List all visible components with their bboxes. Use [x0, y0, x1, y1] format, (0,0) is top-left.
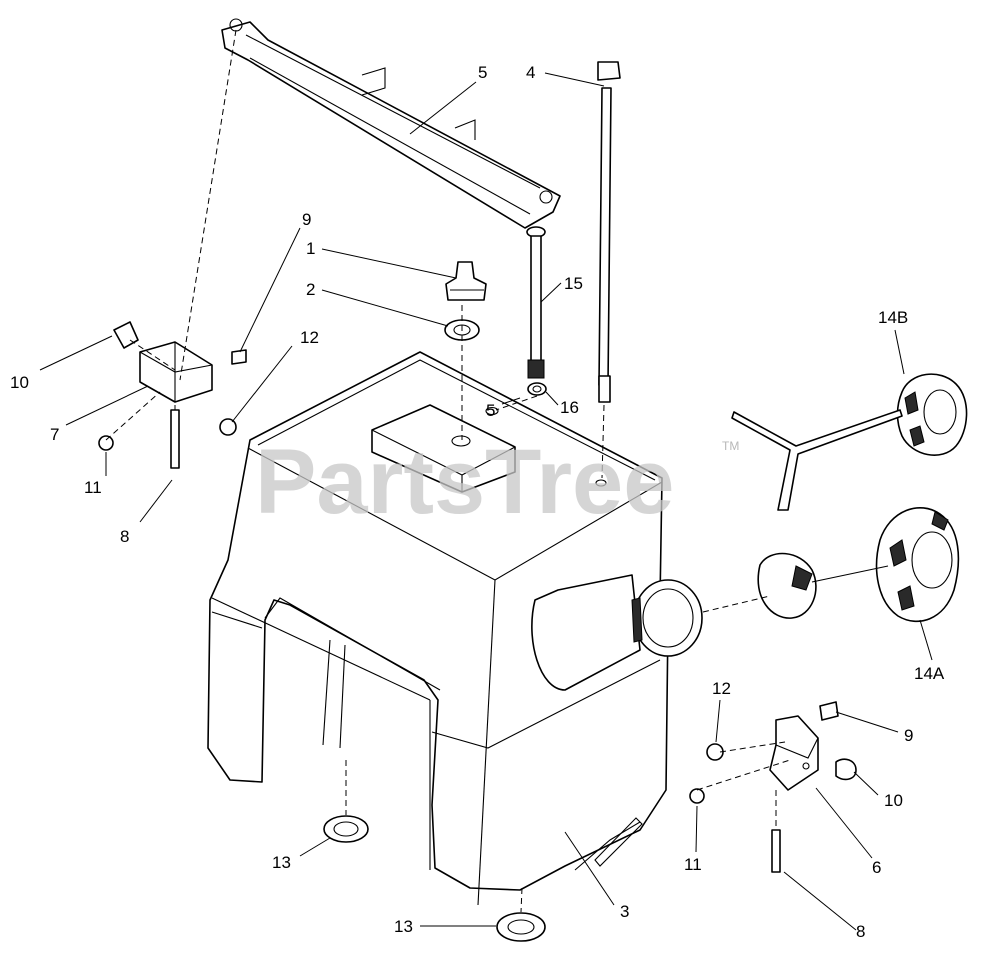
right-nut-11[interactable]: [689, 788, 705, 804]
callout-12-right: 12: [712, 679, 731, 698]
callout-16: 16: [560, 398, 579, 417]
left-bracket[interactable]: [139, 341, 213, 403]
callout-8-right: 8: [856, 922, 865, 941]
fuel-tank[interactable]: [207, 351, 669, 906]
fuel-cap-14a[interactable]: [875, 506, 960, 623]
callout-9-right: 9: [904, 726, 913, 745]
filler-neck: [531, 574, 703, 691]
callout-13-lower: 13: [394, 917, 413, 936]
callout-9-left: 9: [302, 210, 311, 229]
callout-8-left: 8: [120, 527, 129, 546]
pickup-tube[interactable]: [526, 226, 546, 379]
grommet-13-lower[interactable]: [496, 912, 546, 942]
callout-5-hole: 5: [486, 401, 495, 420]
callout-7: 7: [50, 425, 59, 444]
right-bolt-10[interactable]: [835, 758, 857, 781]
callout-2: 2: [306, 280, 315, 299]
callout-14b: 14B: [878, 308, 908, 327]
callout-11-left: 11: [84, 478, 102, 497]
assembly-lines: [105, 29, 791, 913]
callout-12-left: 12: [300, 328, 319, 347]
gauge-rod[interactable]: [597, 61, 621, 403]
callout-15: 15: [564, 274, 583, 293]
callouts: 1 2 3 4 5 5 6 7 8 8 9 9 10 10 11 11 12 1…: [10, 63, 945, 941]
cap-tether-y: [731, 409, 903, 511]
right-bracket[interactable]: [769, 715, 819, 791]
left-bolt-9[interactable]: [231, 349, 247, 365]
callout-14a: 14A: [914, 664, 945, 683]
right-bolt-8[interactable]: [771, 829, 781, 873]
bracket-channel[interactable]: [221, 18, 561, 229]
grommet-16[interactable]: [527, 382, 547, 396]
cap-gasket[interactable]: [757, 552, 817, 619]
fuel-valve[interactable]: [445, 261, 487, 301]
callout-10-right: 10: [884, 791, 903, 810]
callout-10-left: 10: [10, 373, 29, 392]
watermark-trademark: TM: [722, 439, 739, 453]
left-washer-12[interactable]: [219, 418, 237, 436]
right-bolt-9[interactable]: [819, 701, 839, 721]
callout-5-bracket: 5: [478, 63, 487, 82]
leader-lines: [39, 72, 933, 931]
callout-4: 4: [526, 63, 535, 82]
callout-3: 3: [620, 902, 629, 921]
callout-1: 1: [306, 239, 315, 258]
watermark-text: PartsTree: [255, 431, 674, 533]
left-bolt-8[interactable]: [170, 409, 180, 469]
grommet-13-upper[interactable]: [323, 815, 369, 843]
fuel-cap-14b[interactable]: [896, 373, 968, 456]
left-carriage-bolt[interactable]: [113, 321, 139, 349]
callout-6: 6: [872, 858, 881, 877]
callout-13-upper: 13: [272, 853, 291, 872]
left-nut-11[interactable]: [98, 435, 114, 451]
callout-11-right: 11: [684, 855, 702, 874]
